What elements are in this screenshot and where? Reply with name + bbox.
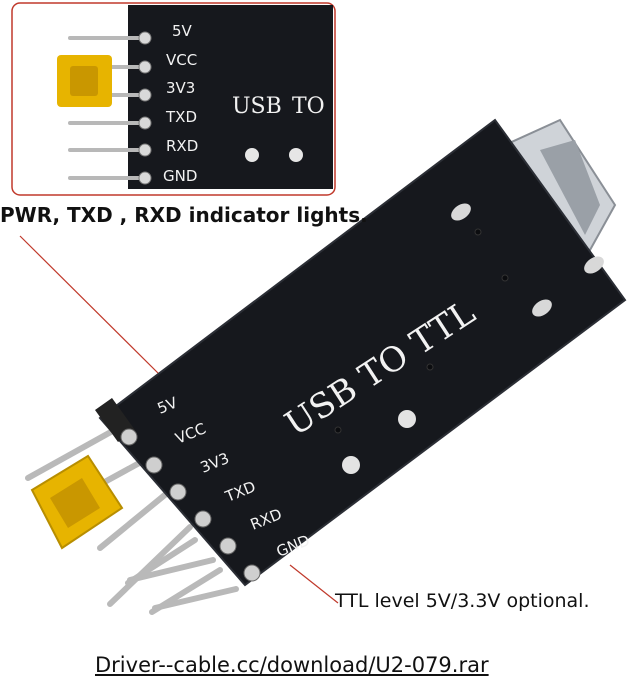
inset-zoom: 5V VCC 3V3 TXD RXD GND USB TO xyxy=(11,2,336,196)
vias xyxy=(334,228,509,434)
inset-label-gnd: GND xyxy=(163,167,197,185)
led-2 xyxy=(398,410,416,428)
inset-led-2 xyxy=(289,148,303,162)
driver-link[interactable]: Driver--cable.cc/download/U2-079.rar xyxy=(95,653,489,677)
inset-board-usb: USB xyxy=(232,94,282,119)
inset-label-txd: TXD xyxy=(165,108,197,126)
inset-pin-pads xyxy=(138,31,152,185)
pin-pads xyxy=(120,428,261,582)
mounting-slots xyxy=(451,203,604,317)
inset-pin-leads xyxy=(68,36,142,180)
caption-ttl-level: TTL level 5V/3.3V optional. xyxy=(335,590,590,612)
inset-label-5v: 5V xyxy=(172,22,193,40)
leader-line-ttl xyxy=(289,564,339,604)
inset-label-rxd: RXD xyxy=(166,137,198,155)
inset-jumper-cap xyxy=(57,55,112,107)
leader-line-indicators xyxy=(19,235,166,381)
inset-led-1 xyxy=(245,148,259,162)
inset-label-3v3: 3V3 xyxy=(166,79,195,97)
jumper-cap xyxy=(30,454,124,550)
led-1 xyxy=(342,456,360,474)
main-board: 5V VCC 3V3 TXD RXD GND USB TO TTL xyxy=(25,118,627,615)
inset-label-vcc: VCC xyxy=(166,51,197,69)
inset-board-to: TO xyxy=(292,94,325,119)
pcb-body xyxy=(98,118,627,587)
caption-indicator-lights: PWR, TXD , RXD indicator lights. xyxy=(0,203,368,227)
